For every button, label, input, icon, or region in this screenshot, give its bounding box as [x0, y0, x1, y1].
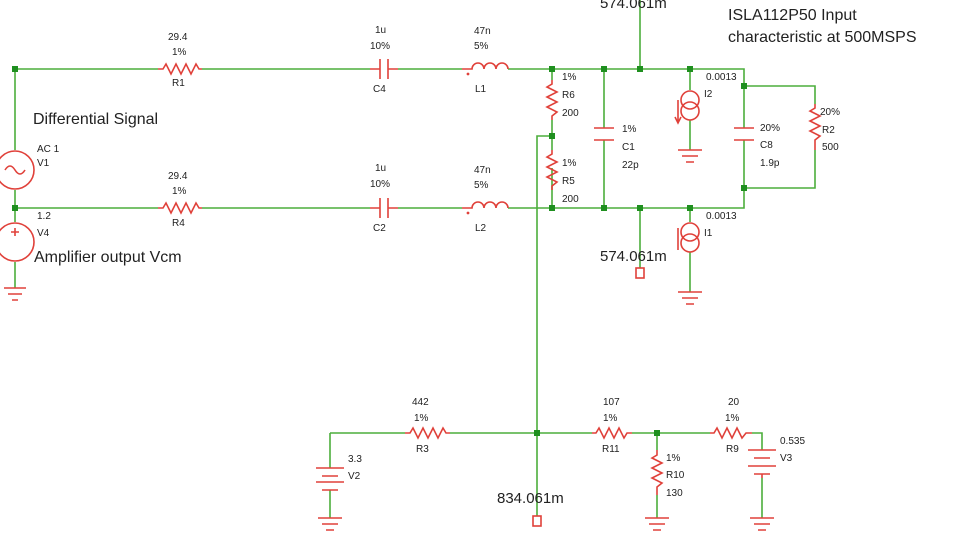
r2-name: R2	[822, 125, 835, 136]
i2-value: 0.0013	[706, 72, 737, 83]
r5-name: R5	[562, 176, 575, 187]
v2-value: 3.3	[348, 454, 362, 465]
capacitor-c8[interactable]: 20% C8 1.9p	[734, 123, 780, 169]
i2-name: I2	[704, 89, 713, 100]
ground-symbols	[4, 149, 774, 531]
i1-value: 0.0013	[706, 211, 737, 222]
r6-name: R6	[562, 90, 575, 101]
junction-dots	[12, 66, 747, 436]
r6-value: 200	[562, 108, 579, 119]
resistor-r9[interactable]: 20 1% R9	[710, 397, 752, 455]
r2-tolerance: 20%	[820, 107, 840, 118]
v3-name: V3	[780, 453, 793, 464]
v1-value: AC 1	[37, 144, 60, 155]
r11-value: 107	[603, 397, 620, 408]
resistor-r2[interactable]: 20% R2 500	[808, 104, 840, 153]
c2-tolerance: 10%	[370, 179, 390, 190]
l2-value: 47n	[474, 165, 491, 176]
r10-name: R10	[666, 470, 685, 481]
r1-tolerance: 1%	[172, 47, 187, 58]
resistor-r3[interactable]: 442 1% R3	[405, 397, 450, 455]
r5-tolerance: 1%	[562, 158, 577, 169]
resistor-r6[interactable]: 1% R6 200	[545, 72, 579, 120]
c1-name: C1	[622, 142, 635, 153]
c2-value: 1u	[375, 163, 386, 174]
title-line-1: ISLA112P50 Input	[728, 7, 857, 24]
voltage-probe-top[interactable]: 574.061m	[600, 0, 667, 12]
r5-value: 200	[562, 194, 579, 205]
vcm-note: Amplifier output Vcm	[34, 249, 182, 266]
probe-bottom-value: 834.061m	[497, 490, 564, 507]
c1-tolerance: 1%	[622, 124, 637, 135]
v3-value: 0.535	[780, 436, 805, 447]
c4-value: 1u	[375, 25, 386, 36]
resistor-r10[interactable]: 1% R10 130	[650, 450, 685, 499]
r1-value: 29.4	[168, 32, 188, 43]
resistor-r11[interactable]: 107 1% R11	[592, 397, 632, 455]
differential-signal-note: Differential Signal	[33, 111, 158, 128]
r1-name: R1	[172, 78, 185, 89]
resistor-r4[interactable]: 29.4 1% R4	[158, 171, 202, 229]
l1-name: L1	[475, 84, 487, 95]
current-source-i1[interactable]: I1 0.0013	[677, 211, 737, 253]
r6-tolerance: 1%	[562, 72, 577, 83]
battery-v2[interactable]: 3.3 V2	[316, 454, 362, 491]
r11-tolerance: 1%	[603, 413, 618, 424]
l1-tolerance: 5%	[474, 41, 489, 52]
resistor-r5[interactable]: 1% R5 200	[545, 150, 579, 205]
current-source-i2[interactable]: I2 0.0013	[674, 72, 737, 125]
c4-tolerance: 10%	[370, 41, 390, 52]
l1-value: 47n	[474, 26, 491, 37]
c4-name: C4	[373, 84, 386, 95]
l2-tolerance: 5%	[474, 180, 489, 191]
v4-value: 1.2	[37, 211, 51, 222]
battery-v3[interactable]: 0.535 V3	[748, 436, 805, 478]
v4-name: V4	[37, 228, 50, 239]
title-line-2: characteristic at 500MSPS	[728, 29, 917, 46]
capacitor-c4[interactable]: 1u 10% C4	[370, 25, 398, 95]
r9-tolerance: 1%	[725, 413, 740, 424]
r9-value: 20	[728, 397, 740, 408]
r2-value: 500	[822, 142, 839, 153]
r3-tolerance: 1%	[414, 413, 429, 424]
wires	[14, 0, 816, 518]
r4-name: R4	[172, 218, 185, 229]
r4-tolerance: 1%	[172, 186, 187, 197]
probe-mid-value: 574.061m	[600, 248, 667, 265]
voltage-probe-mid[interactable]: 574.061m	[600, 248, 667, 279]
r3-value: 442	[412, 397, 429, 408]
c8-value: 1.9p	[760, 158, 780, 169]
c1-value: 22p	[622, 160, 639, 171]
c8-name: C8	[760, 140, 773, 151]
resistor-r1[interactable]: 29.4 1% R1	[158, 32, 202, 89]
r11-name: R11	[602, 444, 620, 455]
ac-source-v1[interactable]: AC 1 V1	[0, 144, 60, 190]
r4-value: 29.4	[168, 171, 188, 182]
i1-name: I1	[704, 228, 713, 239]
r9-name: R9	[726, 444, 739, 455]
inductor-l2[interactable]: 47n 5% L2	[462, 165, 509, 234]
r10-tolerance: 1%	[666, 453, 681, 464]
inductor-l1[interactable]: 47n 5% L1	[462, 26, 509, 95]
probe-top-value: 574.061m	[600, 0, 667, 12]
voltage-probe-bottom[interactable]: 834.061m	[497, 490, 564, 527]
v2-name: V2	[348, 471, 361, 482]
capacitor-c1[interactable]: 1% C1 22p	[594, 124, 639, 171]
dc-source-v4[interactable]: 1.2 V4	[0, 211, 51, 262]
r3-name: R3	[416, 444, 429, 455]
r10-value: 130	[666, 488, 683, 499]
c2-name: C2	[373, 223, 386, 234]
l2-name: L2	[475, 223, 487, 234]
c8-tolerance: 20%	[760, 123, 780, 134]
capacitor-c2[interactable]: 1u 10% C2	[370, 163, 398, 234]
v1-name: V1	[37, 158, 50, 169]
